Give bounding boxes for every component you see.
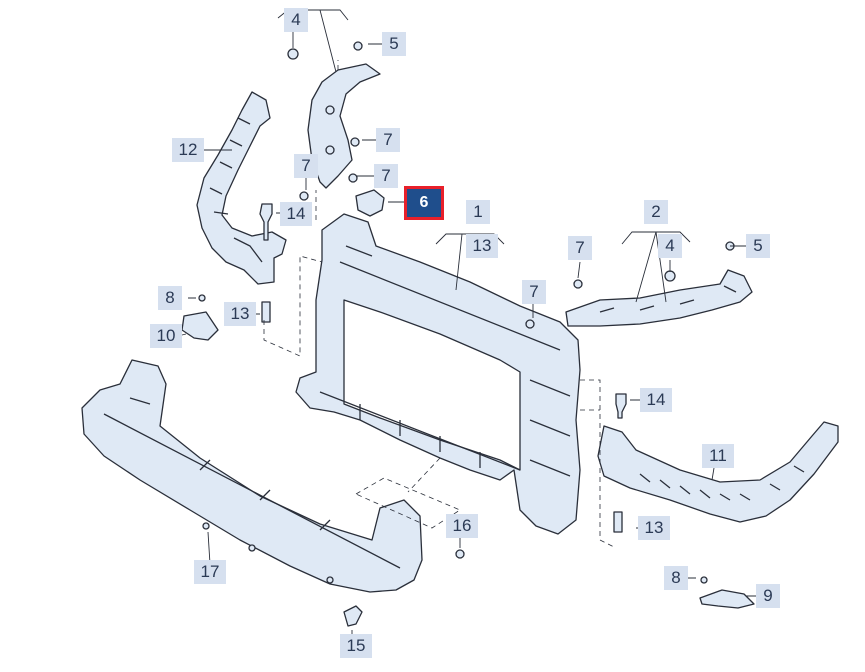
fastener <box>700 576 708 584</box>
lower-bumper-beam <box>81 359 423 593</box>
screw <box>259 203 273 241</box>
callout-13[interactable]: 13 <box>224 302 256 326</box>
leader-line <box>277 9 349 73</box>
right-upper-bracket-detail <box>599 285 737 313</box>
beam-hole <box>326 576 334 584</box>
fastener <box>455 549 465 559</box>
leader-line <box>621 231 691 303</box>
callout-7[interactable]: 7 <box>294 154 318 178</box>
fastener <box>299 191 309 201</box>
fastener <box>198 294 206 302</box>
fastener <box>664 270 676 282</box>
assembly-dashed-line <box>355 457 461 529</box>
callout-8[interactable]: 8 <box>664 566 688 590</box>
bracket-hole <box>325 105 335 115</box>
callout-7[interactable]: 7 <box>522 280 546 304</box>
lower-bumper-beam-ribs <box>103 397 401 569</box>
small-bracket-part-10 <box>181 311 219 341</box>
leader-line <box>532 245 746 318</box>
assembly-dashed-line <box>315 60 339 220</box>
callout-6-highlighted[interactable]: 6 <box>404 186 444 220</box>
callout-9[interactable]: 9 <box>756 584 780 608</box>
callout-1[interactable]: 1 <box>466 200 490 224</box>
fastener <box>353 41 363 51</box>
callout-2[interactable]: 2 <box>644 200 668 224</box>
callout-11[interactable]: 11 <box>702 444 734 468</box>
screw <box>613 511 623 533</box>
callout-7[interactable]: 7 <box>374 164 398 188</box>
callout-5[interactable]: 5 <box>746 234 770 258</box>
assembly-dashed-line <box>580 379 617 549</box>
callout-16[interactable]: 16 <box>446 514 478 538</box>
fastener <box>348 173 358 183</box>
small-bracket-part-6 <box>355 189 385 217</box>
screw <box>615 393 627 419</box>
callout-15[interactable]: 15 <box>340 634 372 658</box>
screw <box>261 301 271 323</box>
leader-line <box>177 297 760 636</box>
right-lower-bracket <box>597 421 839 523</box>
callout-14[interactable]: 14 <box>640 388 672 412</box>
fastener <box>525 319 535 329</box>
callout-4[interactable]: 4 <box>658 234 682 258</box>
callout-13[interactable]: 13 <box>466 234 498 258</box>
beam-hole <box>248 544 256 552</box>
leader-line <box>200 30 404 214</box>
fastener <box>573 279 583 289</box>
beam-hole <box>202 522 210 530</box>
right-upper-bracket <box>565 269 753 327</box>
callout-17[interactable]: 17 <box>194 560 226 584</box>
right-lower-bracket-ribs <box>639 465 805 501</box>
bracket-hole <box>325 145 335 155</box>
callout-5[interactable]: 5 <box>382 32 406 56</box>
callout-8[interactable]: 8 <box>158 286 182 310</box>
upper-vertical-bracket <box>307 63 381 189</box>
small-bracket-part-9 <box>699 589 755 609</box>
left-upper-bracket-detail <box>209 117 263 263</box>
callout-14[interactable]: 14 <box>280 202 312 226</box>
callout-12[interactable]: 12 <box>172 138 204 162</box>
fastener <box>287 48 299 60</box>
callout-4[interactable]: 4 <box>284 8 308 32</box>
fastener <box>350 137 360 147</box>
callout-10[interactable]: 10 <box>150 324 182 348</box>
callout-7[interactable]: 7 <box>568 236 592 260</box>
front-carrier-ribs <box>319 245 571 477</box>
assembly-dashed-line <box>263 255 323 357</box>
screw <box>343 605 363 627</box>
callout-13[interactable]: 13 <box>638 516 670 540</box>
callout-7[interactable]: 7 <box>376 128 400 152</box>
